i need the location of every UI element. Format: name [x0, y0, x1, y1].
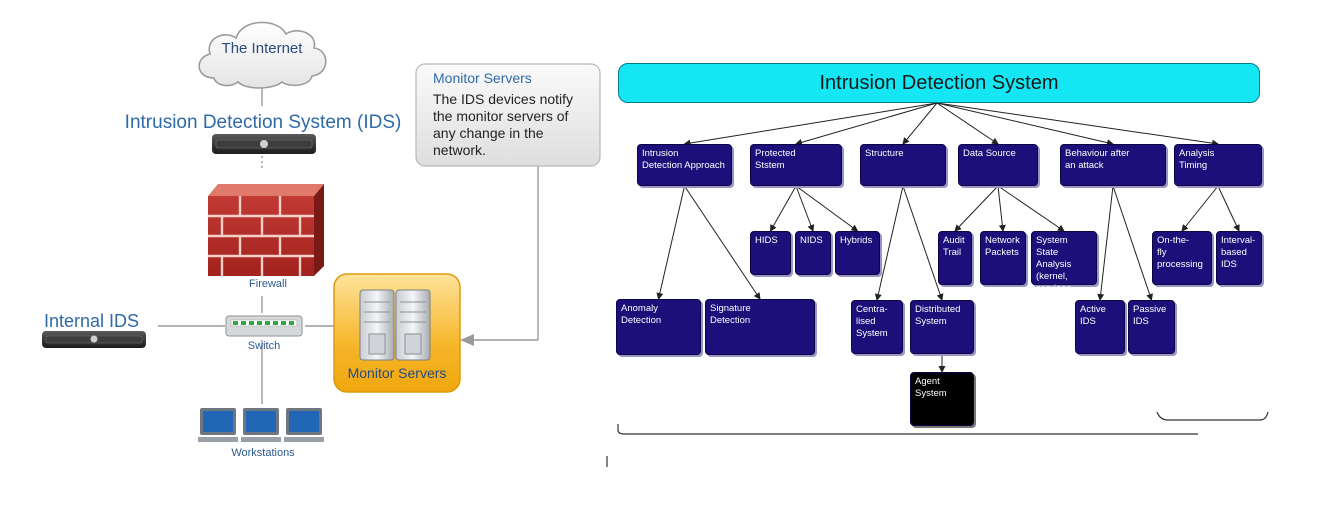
connector-line	[1217, 185, 1240, 232]
arrow-icon	[460, 334, 474, 346]
connector-line	[1097, 185, 1114, 301]
internal-ids-appliance-icon	[42, 331, 146, 348]
internet-label: The Internet	[221, 40, 303, 57]
connector-line	[902, 102, 938, 145]
bracket-marks	[606, 411, 1269, 467]
leaf-node-audit-trail: Audit Trail	[938, 231, 972, 285]
connector-line	[795, 185, 815, 232]
leaf-node-nids-label: NIDS	[800, 235, 823, 246]
connector-line	[683, 102, 938, 147]
leaf-node-hybrids-label: Hybrids	[840, 235, 873, 246]
connector-line	[656, 185, 685, 300]
callout-title: Monitor Servers	[433, 70, 532, 86]
leaf-node-centra-lised-system-label: Centra- lised System	[856, 304, 888, 339]
connector-line	[936, 102, 1219, 147]
leaf-node-nids: NIDS	[795, 231, 831, 275]
leaf-node-anomaly-detection: Anomaly Detection	[616, 299, 701, 355]
category-node-protected-ststem-label: Protected Ststem	[755, 148, 796, 171]
callout-text: The IDS devices notify the monitor serve…	[433, 91, 574, 158]
ids-title: Intrusion Detection System (IDS)	[124, 112, 402, 133]
workstation-icon	[284, 408, 324, 442]
category-node-intrusion-detection-approach: Intrusion Detection Approach	[637, 144, 732, 186]
monitor-servers-label: Monitor Servers	[347, 365, 447, 381]
taxonomy-connectors	[656, 102, 1240, 373]
category-node-structure-label: Structure	[865, 148, 904, 159]
connector-line	[795, 185, 859, 232]
connector-line	[795, 102, 938, 146]
leaf-node-hids: HIDS	[750, 231, 791, 275]
leaf-node-interval-based-ids-label: Interval- based IDS	[1221, 235, 1256, 270]
leaf-node-signature-detection-label: Signature Detection	[710, 303, 751, 326]
leaf-node-active-ids: Active IDS	[1075, 300, 1125, 354]
switch-icon	[225, 315, 303, 337]
leaf-node-on-the-fly-processing: On-the- fly processing	[1152, 231, 1212, 285]
ids-appliance-icon	[212, 134, 316, 154]
leaf-node-signature-detection: Signature Detection	[705, 299, 815, 355]
leaf-node-distributed-system-label: Distributed System	[915, 304, 961, 327]
connector-line	[874, 185, 904, 301]
leaf-node-on-the-fly-processing-label: On-the- fly processing	[1157, 235, 1203, 270]
connector-line	[770, 185, 797, 232]
leaf-node-hids-label: HIDS	[755, 235, 778, 246]
leaf-node-passive-ids-label: Passive IDS	[1133, 304, 1167, 327]
category-node-data-source: Data Source	[958, 144, 1038, 186]
connector-line	[997, 185, 1006, 232]
category-node-analysis-timing: Analysis Timing	[1174, 144, 1262, 186]
connector-line	[1112, 185, 1153, 301]
leaf-node-network-packets-label: Network Packets	[985, 235, 1020, 258]
leaf-node-system-state-analysis-kernel-services-files: System State Analysis (kernel, services,…	[1031, 231, 1097, 306]
agent-system-node: Agent System	[910, 372, 974, 426]
workstation-icon	[198, 408, 238, 442]
leaf-node-interval-based-ids: Interval- based IDS	[1216, 231, 1262, 285]
connector-line	[954, 185, 999, 232]
firewall-label: Firewall	[249, 278, 287, 290]
callout-box	[415, 63, 601, 167]
leaf-node-distributed-system: Distributed System	[910, 300, 974, 354]
category-node-behaviour-after-an-attack-label: Behaviour after an attack	[1065, 148, 1130, 171]
connector-line	[997, 185, 1065, 232]
leaf-node-active-ids-label: Active IDS	[1080, 304, 1106, 327]
internal-ids-label: Internal IDS	[44, 311, 140, 331]
connector-line	[936, 102, 1114, 147]
leaf-node-network-packets: Network Packets	[980, 231, 1026, 285]
switch-label: Switch	[247, 340, 281, 352]
cloud-icon	[198, 21, 327, 89]
category-node-behaviour-after-an-attack: Behaviour after an attack	[1060, 144, 1166, 186]
category-node-analysis-timing-label: Analysis Timing	[1179, 148, 1215, 171]
connector-line	[936, 102, 999, 145]
monitor-servers-icon	[333, 273, 461, 393]
leaf-node-hybrids: Hybrids	[835, 231, 880, 275]
category-node-intrusion-detection-approach-label: Intrusion Detection Approach	[642, 148, 725, 171]
category-node-structure: Structure	[860, 144, 946, 186]
leaf-node-anomaly-detection-label: Anomaly Detection	[621, 303, 662, 326]
connector-line	[902, 185, 944, 301]
leaf-node-system-state-analysis-kernel-services-files-label: System State Analysis (kernel, services,…	[1036, 235, 1074, 306]
leaf-node-passive-ids: Passive IDS	[1128, 300, 1175, 354]
leaf-node-audit-trail-label: Audit Trail	[943, 235, 965, 258]
agent-system-node-label: Agent System	[915, 376, 947, 399]
leaf-node-centra-lised-system: Centra- lised System	[851, 300, 903, 354]
category-node-data-source-label: Data Source	[963, 148, 1016, 159]
firewall-icon	[208, 184, 324, 276]
connector-line	[684, 185, 761, 300]
network-links	[158, 88, 539, 404]
workstations-label: Workstations	[231, 447, 295, 459]
workstation-icon	[241, 408, 281, 442]
connector-line	[1181, 185, 1219, 232]
taxonomy-root: Intrusion Detection System	[618, 63, 1260, 103]
category-node-protected-ststem: Protected Ststem	[750, 144, 842, 186]
